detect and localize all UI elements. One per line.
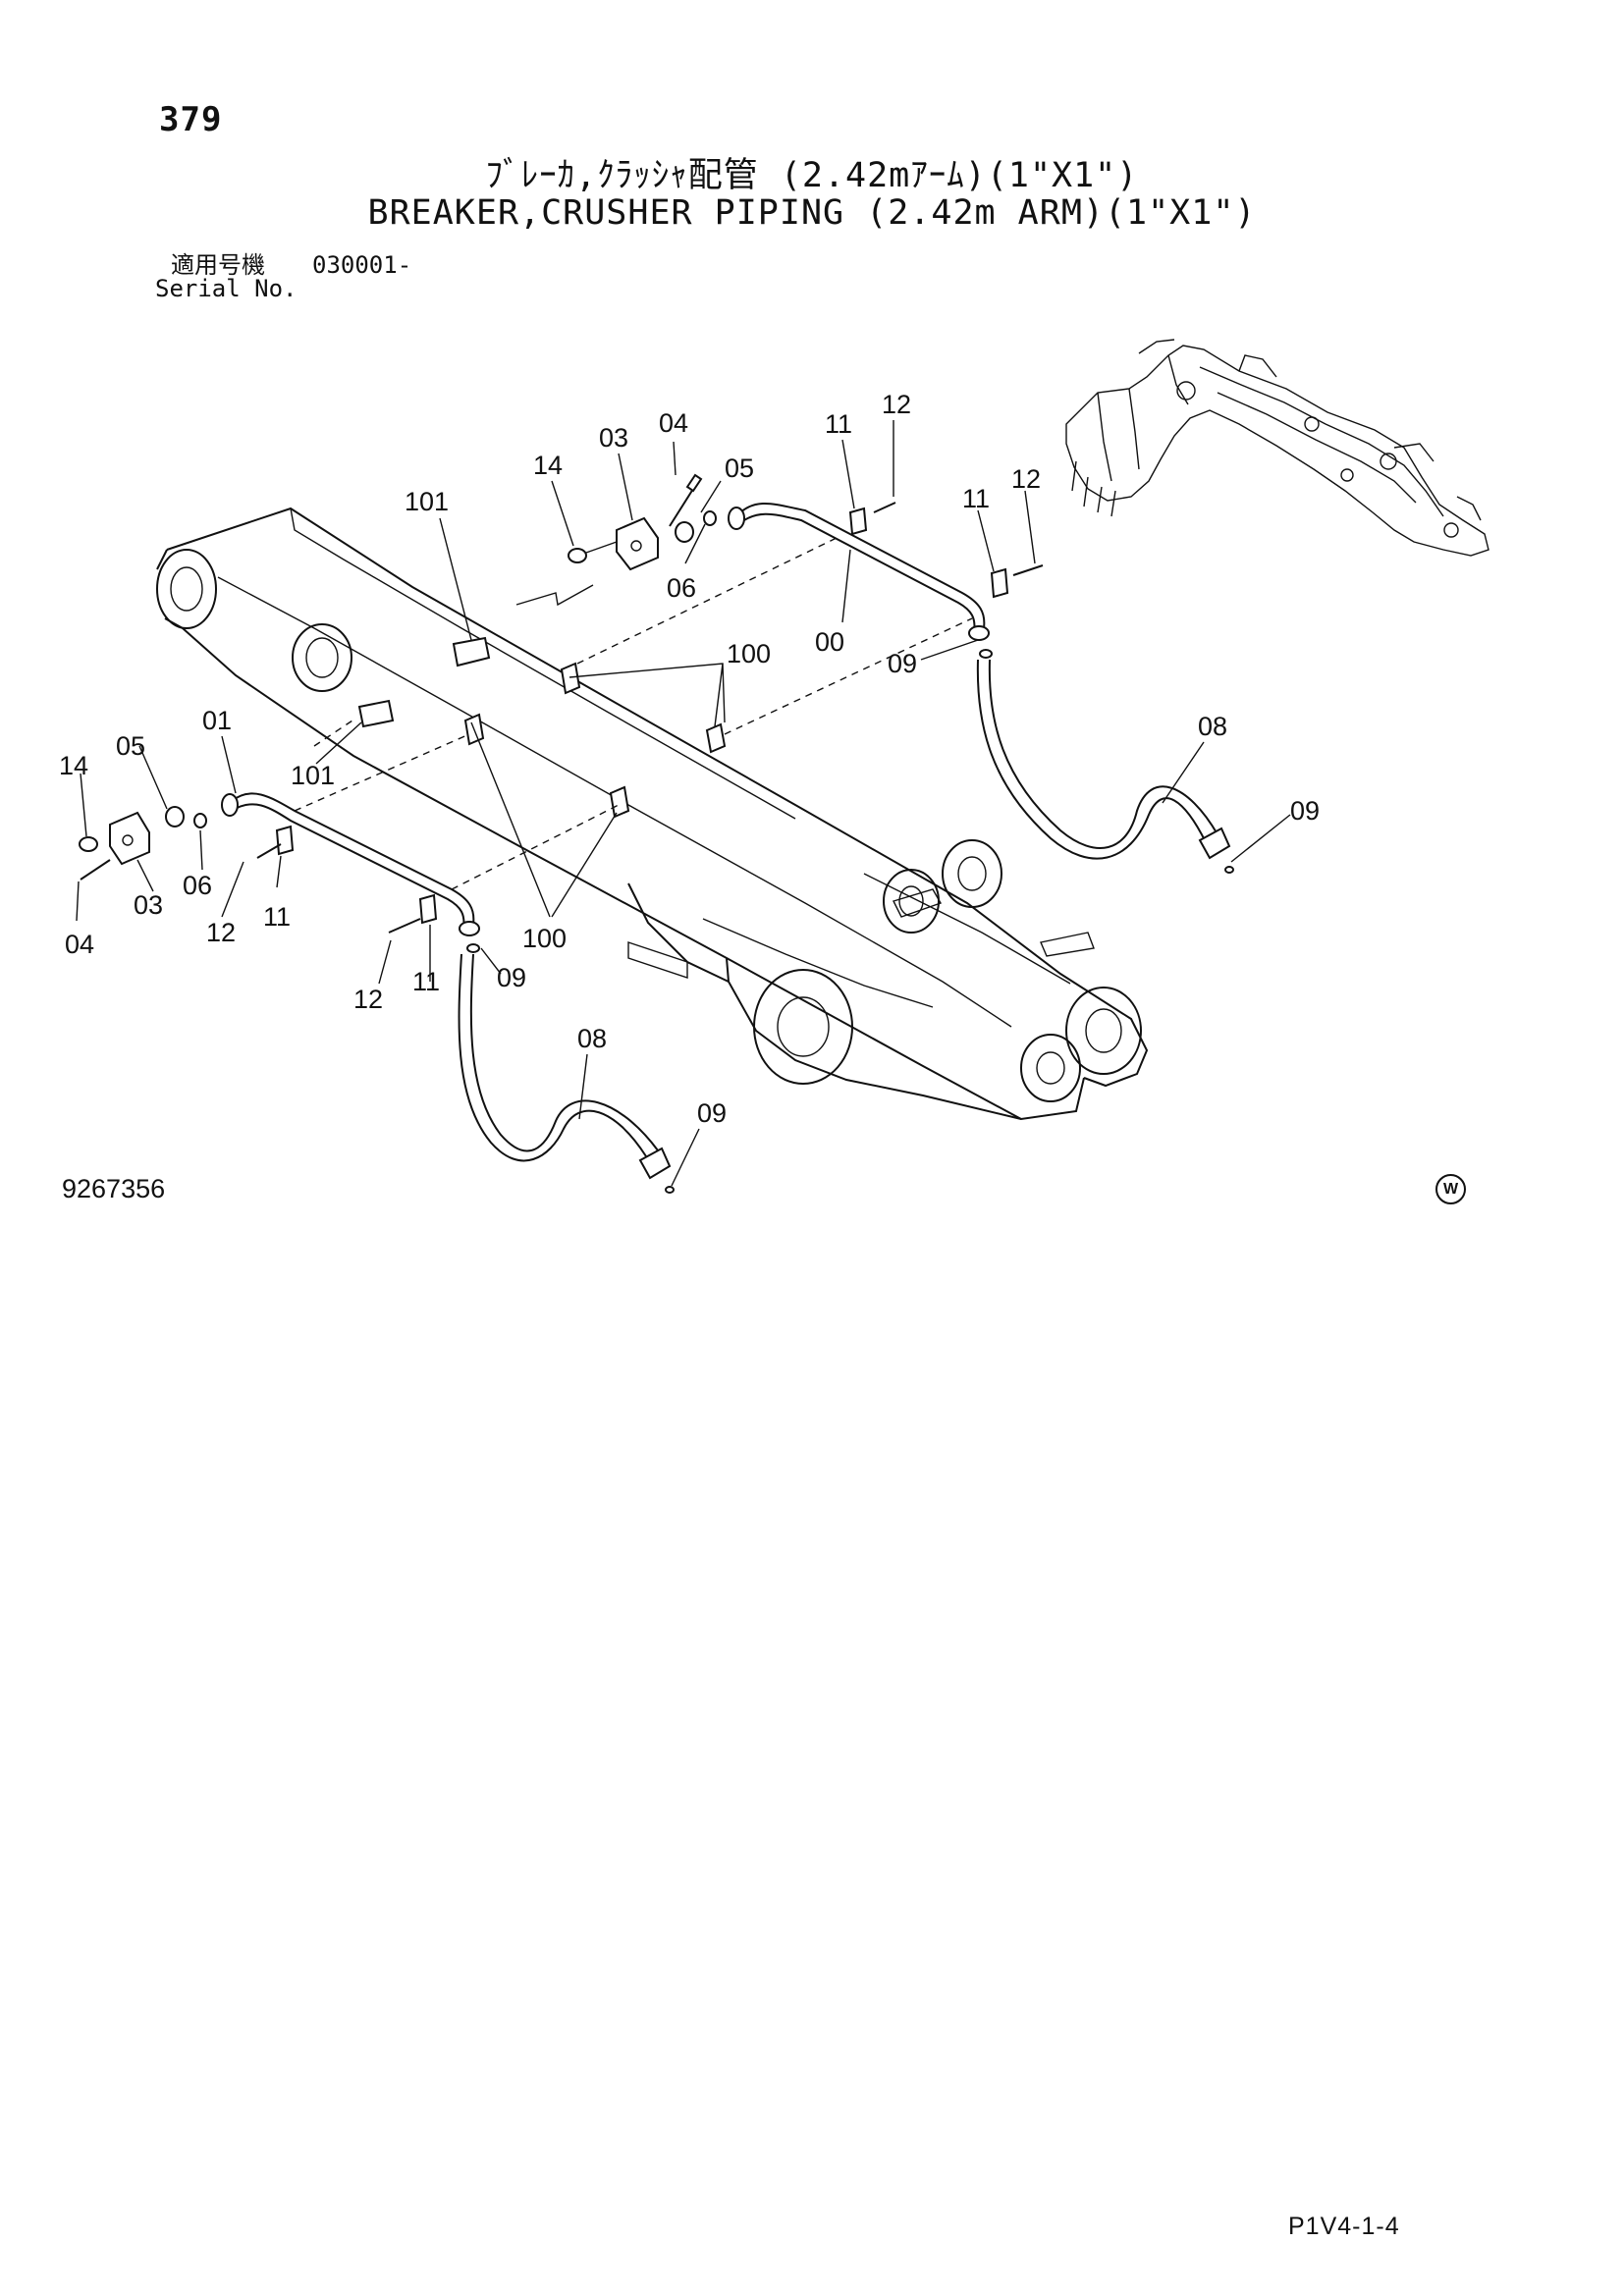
callout-01: 01 [202,706,232,735]
callout-09-lower-a: 09 [497,963,526,992]
callout-11-lower-b: 11 [412,967,440,996]
callout-08-upper: 08 [1198,712,1227,741]
callout-labels: 14 03 04 05 06 101 11 12 11 12 00 100 09… [59,390,1320,1128]
serial-label-japanese: 適用号機 [171,251,265,279]
callout-06-upper: 06 [667,573,696,603]
callout-09-upper-b: 09 [1290,796,1320,826]
callout-05-upper: 05 [725,454,754,483]
callout-05-lower: 05 [116,731,145,761]
callout-03-upper: 03 [599,423,628,453]
callout-03-lower: 03 [134,890,163,920]
arm-body [156,507,1149,1121]
title-japanese: ﾌﾞﾚｰｶ,ｸﾗｯｼｬ配管 (2.42mｱｰﾑ)(1"X1") [485,156,1139,195]
page-number: 379 [159,100,223,139]
serial-label-english: Serial No. [155,275,298,302]
callout-12-upper-a: 12 [882,390,911,419]
callout-00: 00 [815,627,844,657]
callout-101-lower: 101 [291,761,335,790]
circled-w-mark: W [1435,1174,1466,1204]
callout-14-upper: 14 [533,451,563,480]
callout-11-upper-b: 11 [962,484,990,513]
callout-04-upper: 04 [659,408,688,438]
callout-12-lower-a: 12 [206,918,236,947]
serial-number-value: 030001- [312,251,412,279]
upper-piping [313,473,1234,874]
callout-101-upper: 101 [405,487,449,516]
callout-11-upper-a: 11 [825,409,852,439]
callout-09-upper-a: 09 [888,649,917,678]
leader-lines [76,420,1291,1187]
title-english: BREAKER,CRUSHER PIPING (2.42m ARM)(1"X1"… [367,193,1257,233]
callout-08-lower: 08 [577,1024,607,1053]
callout-09-lower-b: 09 [697,1098,727,1128]
drawing-number: 9267356 [62,1174,166,1203]
lower-piping [79,699,675,1194]
callout-14-lower: 14 [59,751,88,780]
callout-06-lower: 06 [183,871,212,900]
callout-11-lower-a: 11 [263,902,291,932]
page-code: P1V4-1-4 [1288,2213,1400,2240]
callout-100-lower: 100 [522,924,567,953]
callout-100-upper: 100 [727,639,771,668]
callout-12-upper-b: 12 [1011,464,1041,494]
callout-04-lower: 04 [65,930,94,959]
callout-12-lower-b: 12 [353,985,383,1014]
excavator-inset-drawing [1065,339,1489,557]
